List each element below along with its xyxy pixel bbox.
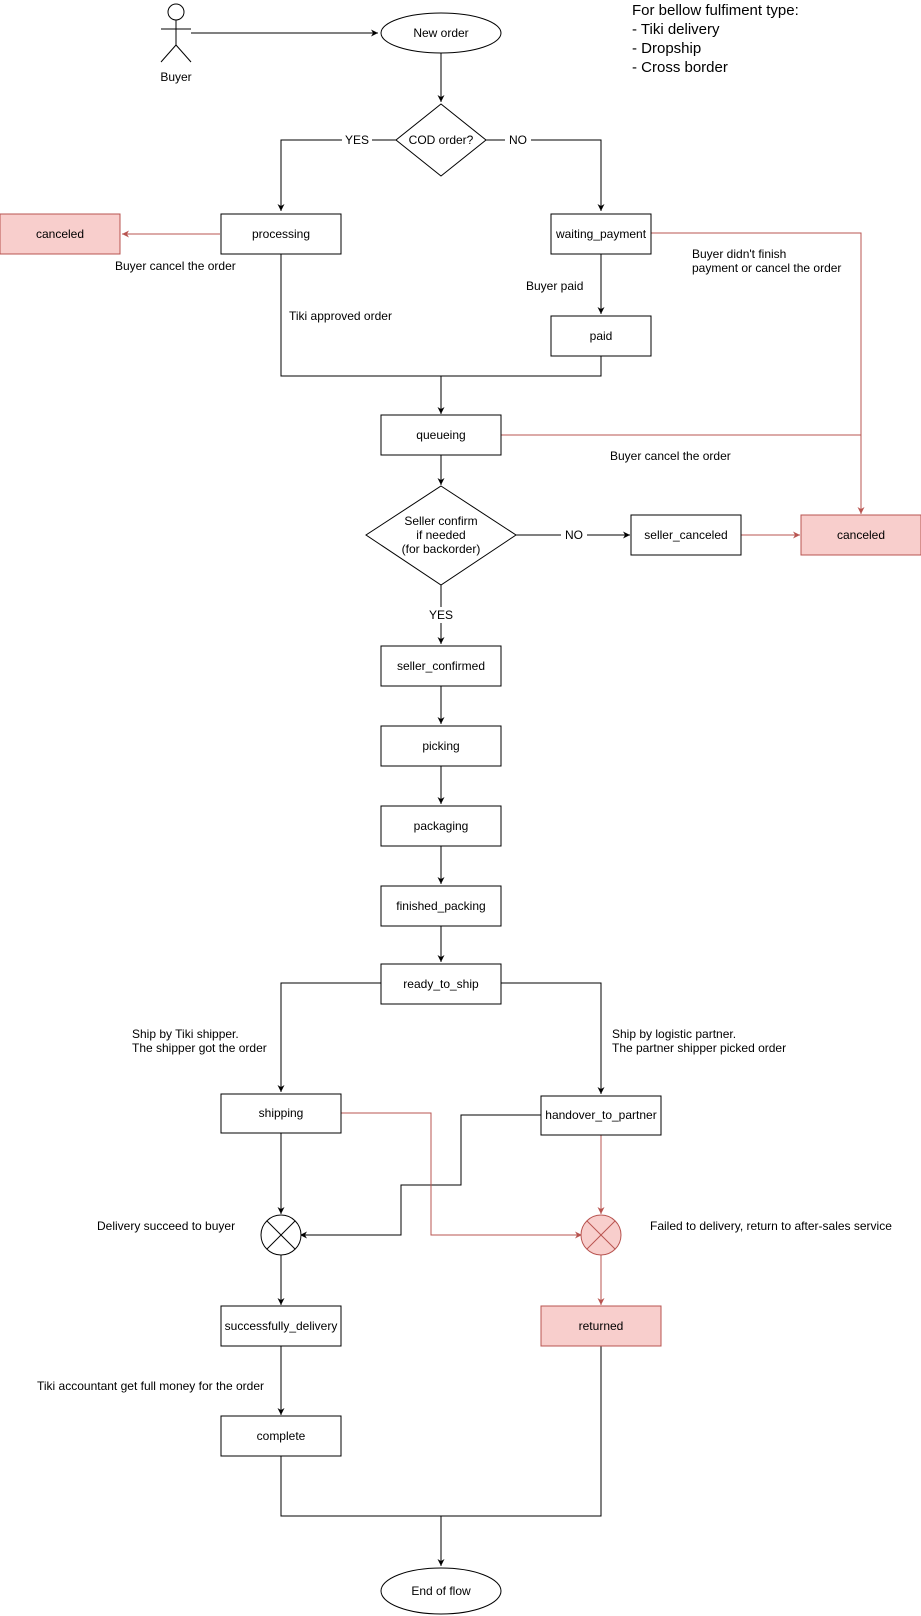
edge-label-yes-seller: YES bbox=[429, 608, 453, 622]
node-complete: complete bbox=[220, 1415, 342, 1457]
node-queueing: queueing bbox=[380, 414, 502, 456]
node-label: COD order? bbox=[409, 133, 474, 147]
edge-paid-merge bbox=[441, 356, 602, 377]
node-packaging: packaging bbox=[380, 805, 502, 847]
edge-shipping-failed bbox=[341, 1112, 582, 1239]
note-item: - Cross border bbox=[632, 59, 728, 76]
annotation-buyer-paid: Buyer paid bbox=[526, 279, 583, 293]
annotation-ship-by-tiki: Ship by Tiki shipper. bbox=[132, 1027, 239, 1041]
node-processing: processing bbox=[220, 213, 342, 255]
node-label: canceled bbox=[36, 227, 84, 241]
edge-cod-no-waiting bbox=[486, 139, 605, 211]
node-waiting-payment: waiting_payment bbox=[550, 213, 652, 255]
node-label: processing bbox=[252, 227, 310, 241]
buyer-actor: Buyer bbox=[160, 3, 192, 84]
node-label: picking bbox=[422, 739, 459, 753]
edge-label-yes-cod: YES bbox=[345, 133, 369, 147]
edge-label-no-cod: NO bbox=[509, 133, 527, 147]
node-label: waiting_payment bbox=[555, 227, 647, 241]
edge-cod-yes-processing bbox=[277, 139, 396, 211]
edge-waiting-canceled bbox=[651, 232, 865, 514]
annotation-buyer-didnt-finish: Buyer didn't finish bbox=[692, 247, 786, 261]
annotations: Buyer cancel the order Tiki approved ord… bbox=[37, 247, 892, 1393]
node-successfully-delivery: successfully_delivery bbox=[220, 1305, 342, 1347]
node-seller-canceled: seller_canceled bbox=[630, 514, 742, 556]
edge-label-no-seller: NO bbox=[565, 528, 583, 542]
node-canceled-left: canceled bbox=[0, 213, 121, 255]
actor-label: Buyer bbox=[160, 70, 191, 84]
node-label: packaging bbox=[414, 819, 469, 833]
annotation-failed-delivery: Failed to delivery, return to after-sale… bbox=[650, 1219, 892, 1233]
node-seller-confirm-decision: Seller confirm if needed (for backorder) bbox=[365, 485, 517, 586]
node-label: ready_to_ship bbox=[403, 977, 479, 991]
node-ready-to-ship: ready_to_ship bbox=[380, 963, 502, 1005]
note-item: - Tiki delivery bbox=[632, 21, 720, 38]
node-label: if needed bbox=[416, 528, 465, 542]
annotation-buyer-cancel-queue: Buyer cancel the order bbox=[610, 449, 731, 463]
node-label: seller_canceled bbox=[644, 528, 727, 542]
note-title: For bellow fulfiment type: bbox=[632, 2, 799, 19]
node-label: seller_confirmed bbox=[397, 659, 485, 673]
node-failed-junction bbox=[580, 1214, 622, 1256]
annotation-buyer-didnt-finish: payment or cancel the order bbox=[692, 261, 841, 275]
node-returned: returned bbox=[540, 1305, 662, 1347]
annotation-tiki-accountant: Tiki accountant get full money for the o… bbox=[37, 1379, 264, 1393]
node-label: finished_packing bbox=[396, 899, 485, 913]
edge-processing-merge bbox=[280, 254, 441, 377]
annotation-buyer-cancel-left: Buyer cancel the order bbox=[115, 259, 236, 273]
node-new-order: New order bbox=[380, 12, 502, 54]
node-label: New order bbox=[413, 26, 468, 40]
node-finished-packing: finished_packing bbox=[380, 885, 502, 927]
node-label: returned bbox=[579, 1319, 624, 1333]
node-label: shipping bbox=[259, 1106, 304, 1120]
fulfilment-note: For bellow fulfiment type: - Tiki delive… bbox=[632, 2, 799, 76]
edge-labels: YES NO NO YES bbox=[342, 132, 587, 623]
node-label: canceled bbox=[837, 528, 885, 542]
node-cod-order-decision: COD order? bbox=[395, 103, 487, 177]
node-label: handover_to_partner bbox=[545, 1108, 656, 1122]
stick-figure-icon bbox=[160, 3, 192, 63]
edge-ready-handover bbox=[501, 982, 605, 1094]
node-handover-to-partner: handover_to_partner bbox=[540, 1095, 662, 1136]
node-label: successfully_delivery bbox=[225, 1319, 338, 1333]
edge-ready-shipping bbox=[277, 982, 381, 1092]
node-shipping: shipping bbox=[220, 1093, 342, 1134]
node-label: End of flow bbox=[411, 1584, 471, 1598]
node-end-of-flow: End of flow bbox=[380, 1567, 502, 1615]
node-seller-confirmed: seller_confirmed bbox=[380, 645, 502, 687]
nodes: New order COD order? processing canceled… bbox=[0, 12, 921, 1615]
node-canceled-right: canceled bbox=[800, 514, 921, 556]
node-picking: picking bbox=[380, 725, 502, 767]
node-success-junction bbox=[260, 1214, 302, 1256]
node-label: Seller confirm bbox=[404, 514, 477, 528]
annotation-ship-by-partner: The partner shipper picked order bbox=[612, 1041, 786, 1055]
annotation-delivery-succeed: Delivery succeed to buyer bbox=[97, 1219, 235, 1233]
annotation-ship-by-partner: Ship by logistic partner. bbox=[612, 1027, 736, 1041]
node-label: queueing bbox=[416, 428, 465, 442]
node-label: (for backorder) bbox=[402, 542, 481, 556]
note-item: - Dropship bbox=[632, 40, 701, 57]
annotation-ship-by-tiki: The shipper got the order bbox=[132, 1041, 267, 1055]
node-paid: paid bbox=[550, 315, 652, 357]
node-label: complete bbox=[257, 1429, 306, 1443]
node-label: paid bbox=[590, 329, 613, 343]
annotation-tiki-approved: Tiki approved order bbox=[289, 309, 392, 323]
